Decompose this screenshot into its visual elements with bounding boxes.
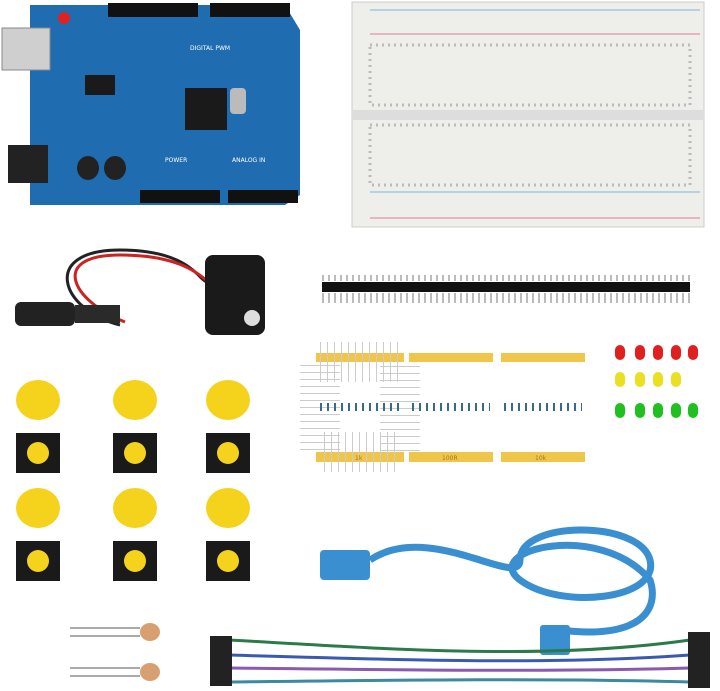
arduino-board: DIGITAL PWM POWER ANALOG IN xyxy=(1,3,300,205)
button-cap xyxy=(16,488,60,528)
battery-clip-cable xyxy=(15,248,265,335)
digital-label: DIGITAL PWM xyxy=(190,45,230,52)
photoresistors xyxy=(70,623,160,681)
usb-cable xyxy=(320,526,656,655)
switch-plunger xyxy=(27,550,49,572)
push-buttons xyxy=(16,380,250,581)
leds xyxy=(615,345,698,418)
button-cap xyxy=(113,380,157,420)
pin-header xyxy=(322,282,690,292)
resistor-label-10k: 10k xyxy=(535,455,547,462)
power-label: POWER xyxy=(165,157,187,164)
resistor-packs: 1k 100R 10k xyxy=(300,342,585,472)
button-cap xyxy=(113,488,157,528)
resistor-label-1k: 1k xyxy=(355,455,363,462)
switch-plunger xyxy=(217,550,239,572)
resistor-label-100r: 100R xyxy=(442,455,458,462)
switch-plunger xyxy=(124,550,146,572)
button-cap xyxy=(206,380,250,420)
button-cap xyxy=(16,380,60,420)
switch-plunger xyxy=(27,442,49,464)
button-cap xyxy=(206,488,250,528)
analog-label: ANALOG IN xyxy=(232,157,265,164)
switch-plunger xyxy=(217,442,239,464)
switch-plunger xyxy=(124,442,146,464)
jumper-wires xyxy=(210,632,710,688)
breadboard xyxy=(351,1,705,228)
